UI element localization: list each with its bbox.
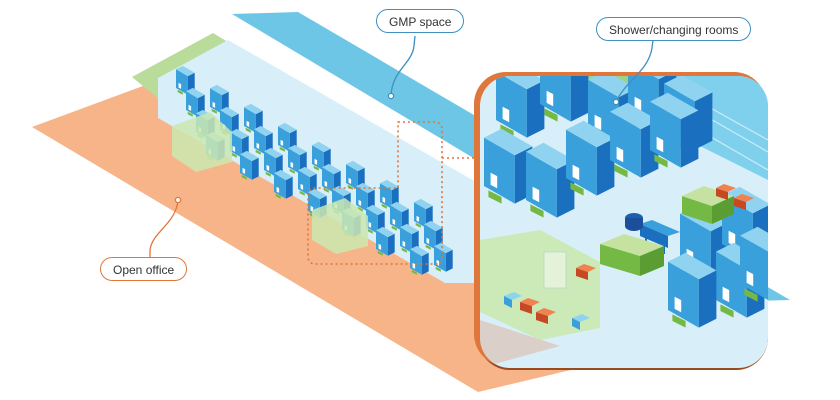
booth: [410, 245, 429, 275]
zoom-indicator-line: [307, 121, 480, 265]
stool-icon: [504, 292, 590, 330]
open-office-leader-line: [149, 199, 179, 258]
booth: [176, 65, 195, 95]
stool-icon: [625, 213, 643, 231]
booth: [390, 201, 409, 231]
desk-icon: [682, 186, 734, 224]
shower-room-1: [172, 112, 232, 172]
gmp-leader-dot: [387, 92, 395, 100]
booth: [434, 242, 453, 272]
booth: [230, 128, 249, 158]
booth: [496, 76, 545, 138]
booth: [210, 84, 229, 114]
booth: [240, 150, 259, 180]
booth: [274, 169, 293, 199]
booth: [610, 102, 659, 178]
shower-leader-dot: [612, 98, 620, 106]
open-office-leader-dot: [174, 196, 182, 204]
booth: [540, 76, 589, 122]
open-office-label: Open office: [100, 257, 188, 281]
booth: [298, 166, 317, 196]
chair-icon: [520, 184, 754, 324]
booth: [650, 92, 699, 168]
gmp-leader-line: [390, 35, 416, 97]
booth: [278, 122, 297, 152]
booth: [484, 128, 533, 204]
booth: [566, 120, 615, 196]
booth: [312, 141, 331, 171]
booth: [376, 226, 395, 256]
shower-leader-line: [615, 39, 654, 103]
zoom-panel-content: [480, 76, 768, 368]
booth: [668, 252, 717, 328]
desk-icon: [600, 234, 664, 276]
shower-room-2: [312, 198, 368, 254]
booth: [526, 142, 575, 218]
booth: [740, 226, 768, 302]
gmp-space-label: GMP space: [376, 9, 465, 33]
booth: [400, 223, 419, 253]
shower-rooms-label: Shower/changing rooms: [596, 17, 752, 41]
